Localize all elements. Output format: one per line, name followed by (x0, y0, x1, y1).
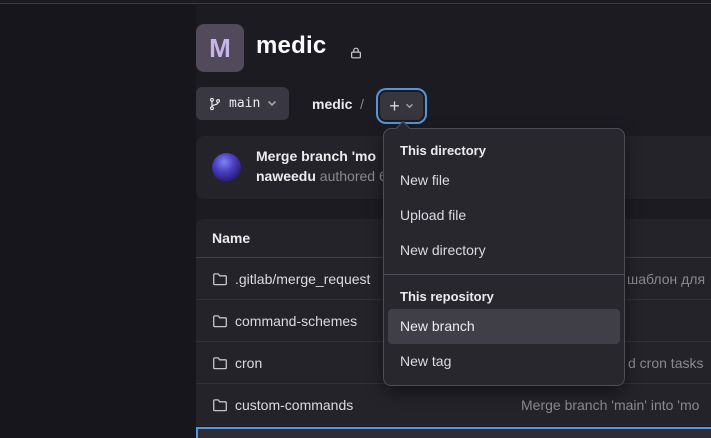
commit-meta: naweedu authored 6 d (256, 168, 398, 184)
add-to-tree-button[interactable]: + (376, 88, 427, 124)
menu-item-new-file[interactable]: New file (400, 172, 450, 188)
lock-icon (349, 46, 363, 60)
file-name[interactable]: custom-commands (235, 397, 354, 413)
branch-name: main (229, 96, 261, 111)
commit-message[interactable]: шаблон для (627, 270, 706, 287)
commit-message[interactable]: Merge branch 'main' into 'mo (521, 397, 700, 413)
table-row[interactable]: custom-commands Merge branch 'main' into… (196, 384, 711, 426)
project-title: medic (256, 32, 327, 59)
commit-message[interactable]: d cron tasks (628, 354, 704, 371)
dropdown-section-label: This repository (400, 289, 494, 304)
plus-icon: + (389, 96, 400, 116)
chevron-down-icon (267, 100, 277, 107)
project-avatar: M (196, 24, 244, 72)
breadcrumb-separator: / (360, 96, 364, 112)
file-name[interactable]: .gitlab/merge_request (235, 270, 371, 287)
branch-selector[interactable]: main (196, 87, 290, 120)
menu-item-new-tag[interactable]: New tag (400, 353, 452, 369)
chevron-down-icon (405, 103, 414, 109)
commit-author-name[interactable]: naweedu (256, 168, 316, 184)
dropdown-divider (384, 274, 624, 275)
add-to-tree-dropdown: This directory New file Upload file New … (383, 120, 625, 386)
file-name[interactable]: cron (235, 354, 263, 371)
commit-authored-text: authored 6 d (315, 168, 399, 184)
focused-table-row[interactable] (196, 427, 711, 438)
folder-icon (212, 271, 228, 287)
commit-title[interactable]: Merge branch 'mo (256, 148, 377, 164)
commit-author-avatar[interactable] (212, 153, 241, 182)
folder-icon (212, 355, 228, 371)
top-border-strip (0, 0, 711, 4)
menu-item-upload-file[interactable]: Upload file (400, 207, 467, 223)
file-name[interactable]: command-schemes (235, 312, 358, 329)
folder-icon (212, 397, 228, 413)
branch-icon (208, 97, 222, 111)
menu-item-new-branch[interactable]: New branch (388, 309, 620, 344)
breadcrumb-project[interactable]: medic (312, 96, 353, 112)
menu-item-new-directory[interactable]: New directory (400, 242, 486, 258)
project-avatar-letter: M (209, 32, 231, 63)
folder-icon (212, 313, 228, 329)
dropdown-section-label: This directory (400, 143, 486, 158)
left-gutter (0, 5, 196, 438)
